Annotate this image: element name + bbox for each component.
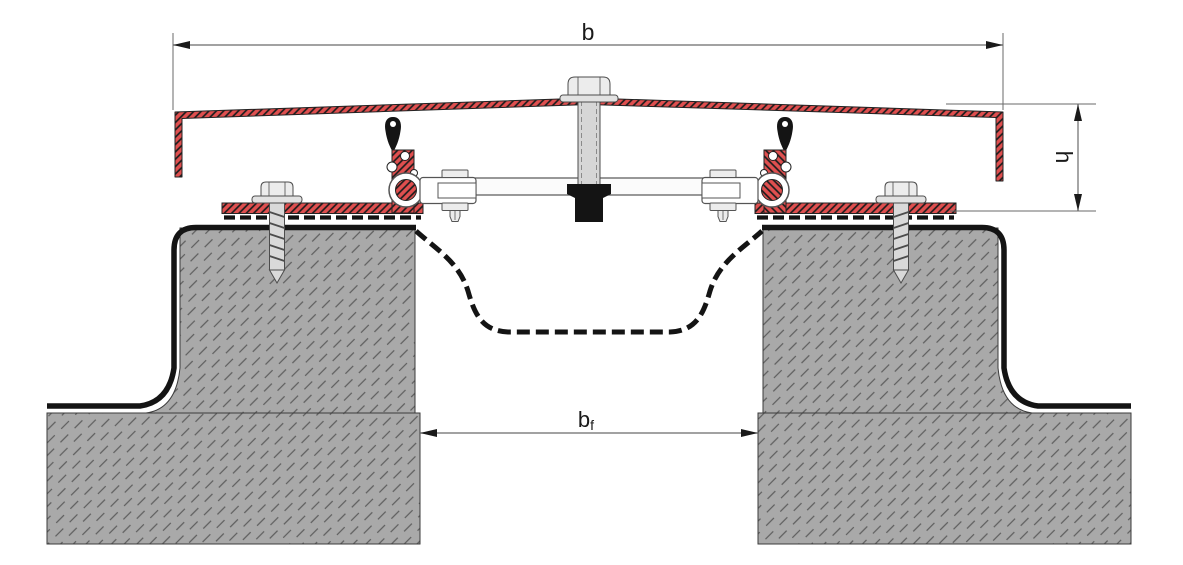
dimension-h: h	[946, 103, 1096, 212]
left-roof-slab	[46, 412, 421, 545]
bf-subscript: f	[590, 417, 594, 433]
pivot-pin	[395, 179, 417, 201]
left-membrane-flashing	[47, 224, 416, 409]
left-concrete-curb	[145, 227, 416, 414]
right-membrane-flashing	[762, 224, 1131, 409]
rubber-grommet	[385, 117, 401, 153]
center-bolt-assembly	[559, 76, 619, 222]
bar-end	[437, 182, 477, 199]
arrowhead-right	[986, 41, 1003, 49]
screw-tip	[268, 269, 286, 285]
arrowhead-left	[173, 41, 190, 49]
left-base-flange	[221, 202, 424, 214]
right-roof-slab	[757, 412, 1132, 545]
screw-hex-head	[260, 181, 294, 197]
clevis-bolt-washer	[441, 169, 469, 178]
left-side-profile-assembly	[385, 117, 477, 222]
center-bolt-hex-head	[567, 76, 611, 96]
center-bolt-washer	[559, 94, 619, 103]
dimension-b-label: b	[582, 19, 595, 45]
cover-plate	[174, 97, 1004, 182]
grommet-hole	[390, 121, 396, 127]
dimension-h-label: h	[1051, 151, 1077, 164]
screw-port	[400, 151, 410, 161]
dimension-bf: bf	[420, 407, 758, 437]
rod-thread-lines	[581, 101, 597, 184]
right-concrete-curb	[762, 227, 1033, 414]
screw-threads	[269, 211, 285, 262]
screw-washer	[251, 195, 303, 204]
arrowhead-left	[420, 429, 437, 437]
left-fastening-screw	[251, 181, 303, 285]
right-base-flange	[754, 202, 957, 214]
arrowhead-down	[1074, 194, 1082, 211]
arrowhead-up	[1074, 104, 1082, 121]
dimension-b: b	[172, 19, 1004, 110]
dimension-bf-label: bf	[578, 407, 594, 433]
hex-facets	[268, 182, 286, 196]
hex-facets	[577, 77, 601, 95]
bf-base: b	[578, 407, 590, 432]
center-bushing	[567, 184, 611, 222]
arrowhead-right	[741, 429, 758, 437]
screw-port	[386, 161, 398, 173]
clevis-bolt-nut	[441, 202, 469, 211]
